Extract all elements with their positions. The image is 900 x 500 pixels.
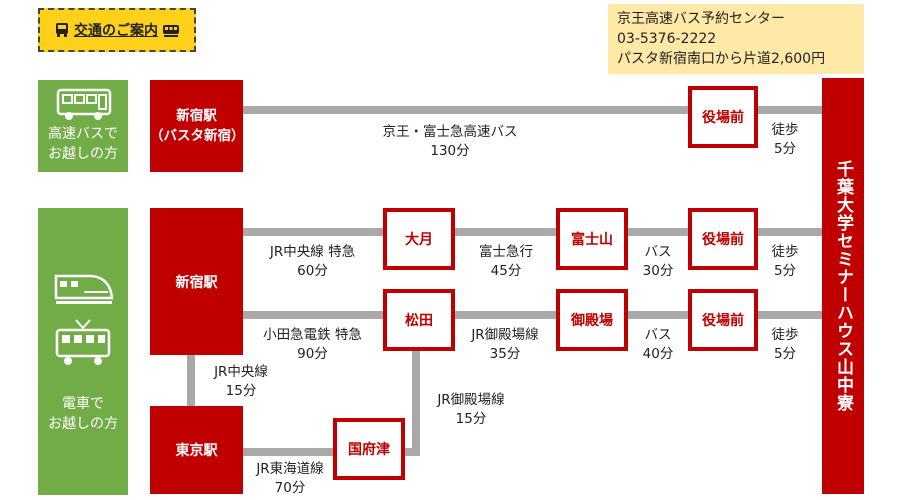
matsuda-kozu-line [412, 340, 420, 456]
info-box: 京王高速バス予約センター 03-5376-2222 パスタ新宿南口から片道2,6… [608, 4, 864, 74]
label-gotemba-15: JR御殿場線 15分 [437, 392, 505, 427]
highway-bus-icon [56, 88, 112, 120]
train-section-label: 電車で お越しの方 [48, 396, 118, 432]
info-fare: パスタ新宿南口から片道2,600円 [617, 51, 826, 67]
bus-icon [56, 23, 68, 37]
label-walk-bus: 徒歩 5分 [771, 122, 799, 157]
stop-otsuki: 大月 [383, 208, 455, 270]
label-bus-40: バス 40分 [642, 327, 674, 362]
label-walk-odakyu: 徒歩 5分 [771, 327, 799, 362]
train-car-icon [55, 319, 111, 365]
stop-matsuda: 松田 [383, 289, 455, 351]
label-bus-route: 京王・富士急高速バス 130分 [382, 124, 518, 159]
tokaido-line [243, 448, 420, 456]
stop-yakubamae-odakyu: 役場前 [688, 289, 758, 351]
train-icon [163, 25, 179, 37]
bus-route-line [243, 106, 823, 114]
stop-yakubamae-bus: 役場前 [688, 86, 758, 148]
stop-fujisan: 富士山 [556, 208, 628, 270]
station-tokyo: 東京駅 [150, 406, 243, 494]
info-center-name: 京王高速バス予約センター [617, 11, 785, 27]
odakyu-line [243, 311, 823, 319]
train-section: 電車で お越しの方 [38, 208, 128, 495]
shinkansen-icon [54, 274, 114, 304]
label-chuo-local: JR中央線 15分 [214, 364, 268, 399]
label-walk-chuo: 徒歩 5分 [771, 244, 799, 279]
bus-section: 高速バスで お越しの方 [38, 80, 128, 172]
tokyo-shinjuku-line [187, 355, 195, 407]
station-shinjuku: 新宿駅 [150, 208, 243, 355]
label-odakyu: 小田急電鉄 特急 90分 [263, 327, 362, 362]
stop-kozu: 国府津 [333, 418, 405, 480]
info-phone: 03-5376-2222 [617, 31, 717, 47]
page-title: 交通のご案内 [74, 23, 158, 39]
stop-yakubamae-chuo: 役場前 [688, 208, 758, 270]
bus-section-label: 高速バスで お越しの方 [48, 126, 118, 162]
title-badge: 交通のご案内 [38, 8, 196, 52]
label-chuo-express: JR中央線 特急 60分 [269, 244, 356, 279]
chuo-line [243, 228, 823, 236]
station-shinjuku-busta: 新宿駅 （バスタ新宿） [150, 80, 245, 172]
stop-gotemba: 御殿場 [556, 289, 628, 351]
label-tokaido: JR東海道線 70分 [256, 461, 324, 496]
destination-yamanaka-ryo: 千葉大学セミナーハウス山中寮 [822, 78, 864, 494]
label-gotemba-35: JR御殿場線 35分 [471, 327, 539, 362]
label-bus-30: バス 30分 [642, 244, 674, 279]
label-fujikyu: 富士急行 45分 [479, 244, 533, 279]
